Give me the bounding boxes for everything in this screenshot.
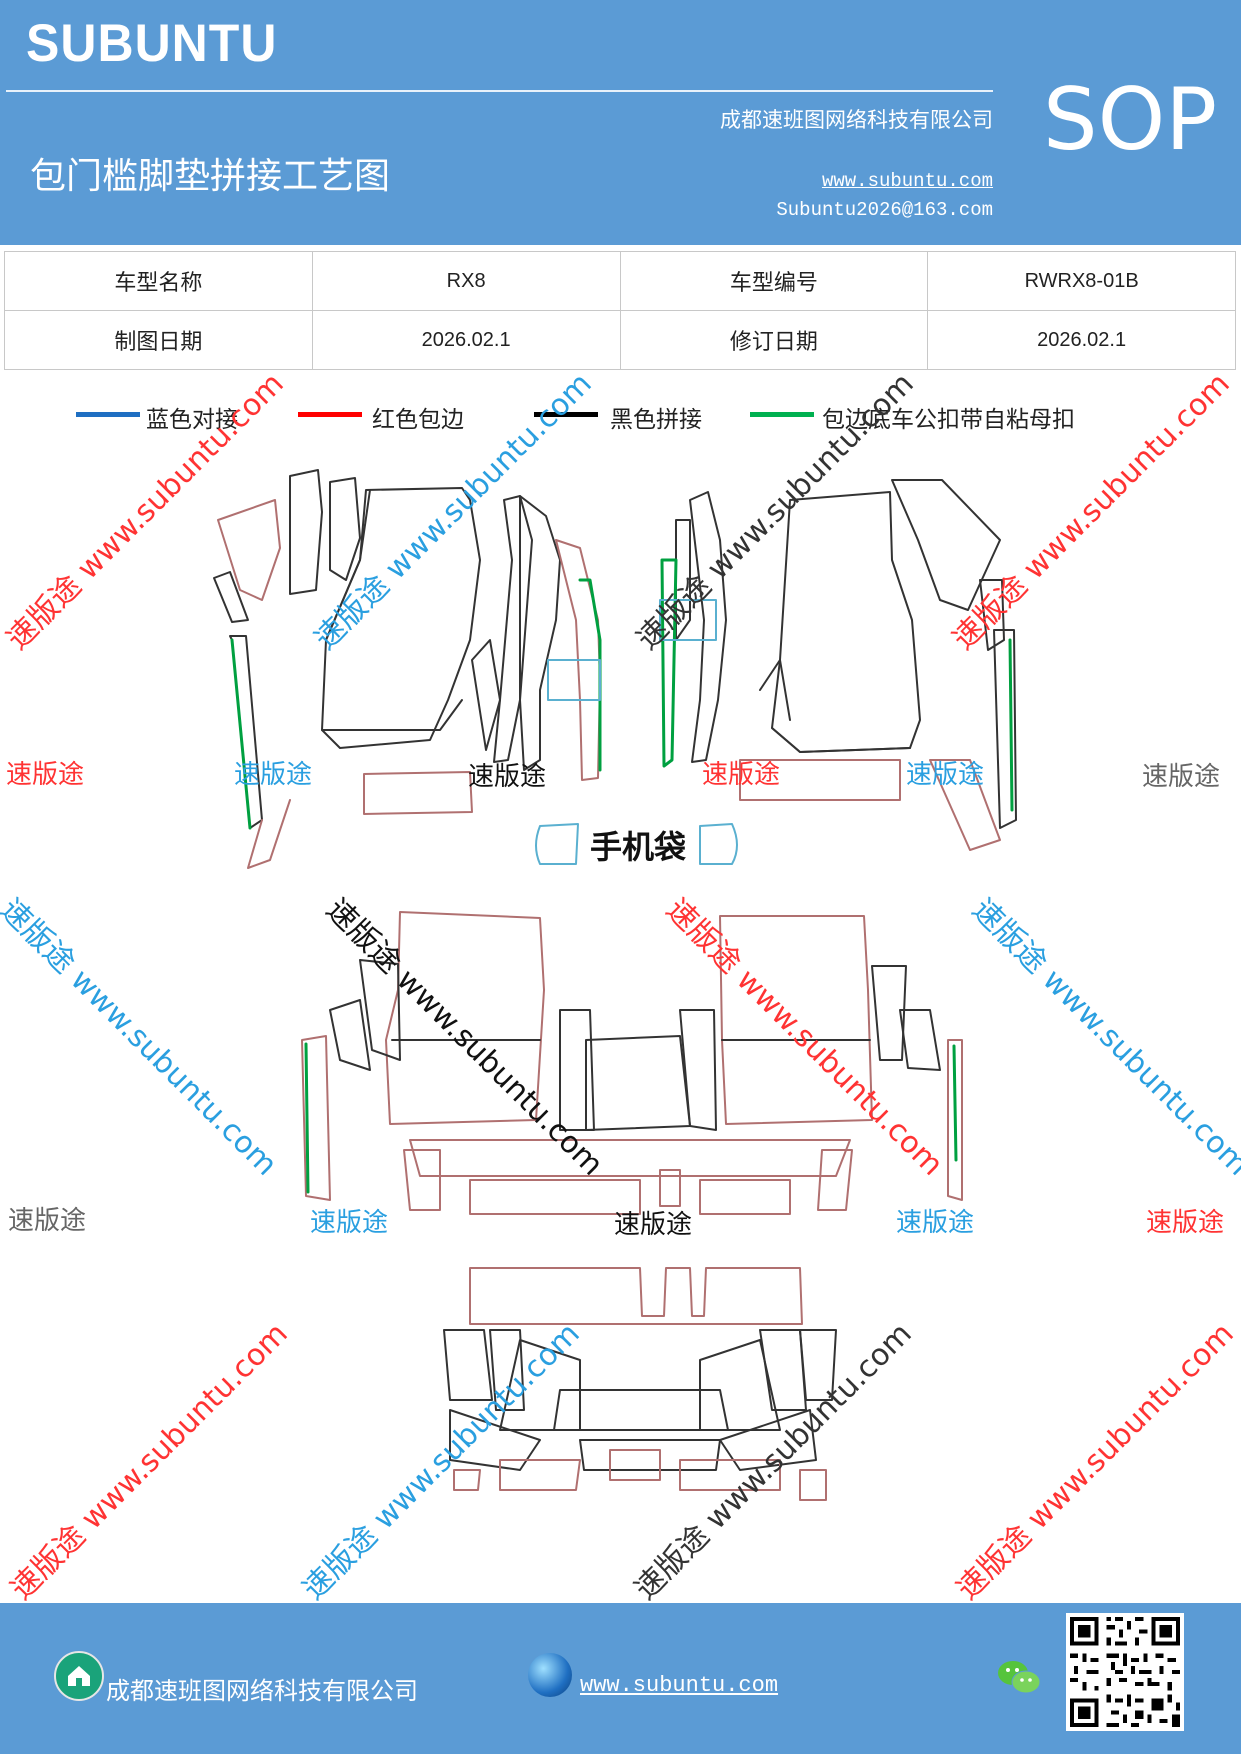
watermark: 速版途: [310, 1208, 389, 1238]
watermark: 速版途: [896, 1208, 975, 1238]
globe-icon: [528, 1653, 572, 1697]
footer-website-link[interactable]: www.subuntu.com: [580, 1673, 779, 1698]
front-left-mat: [213, 469, 602, 869]
sop-badge: SOP: [1043, 70, 1218, 170]
legend-label: 黑色拼接: [610, 407, 702, 433]
footer-banner: 成都速班图网络科技有限公司 www.subuntu.com: [0, 1603, 1241, 1754]
company-name: 成都速班图网络科技有限公司: [720, 108, 993, 132]
phone-pocket-label: 手机袋: [590, 828, 686, 866]
email-address: Subuntu2026@163.com: [776, 199, 993, 221]
legend-swatch-red: [298, 412, 362, 417]
table-cell: 车型编号: [619, 251, 929, 311]
legend-swatch-green: [750, 412, 814, 417]
watermark: 速版途: [702, 760, 781, 790]
wechat-icon[interactable]: [996, 1658, 1042, 1698]
table-cell: 2026.02.1: [311, 310, 621, 370]
watermark: 速版途: [1142, 762, 1221, 792]
header-banner: SUBUNTU 成都速班图网络科技有限公司 包门槛脚垫拼接工艺图 www.sub…: [0, 0, 1241, 245]
table-cell: 修订日期: [619, 310, 929, 370]
table-row: 车型名称 RX8 车型编号 RWRX8-01B: [4, 251, 1236, 311]
brand-logo: SUBUNTU: [26, 13, 278, 73]
watermark: 速版途: [614, 1210, 693, 1240]
table-cell: 车型名称: [4, 251, 313, 311]
front-right-mat: [659, 479, 1017, 851]
legend-swatch-blue: [76, 412, 140, 417]
watermark: 速版途: [906, 760, 985, 790]
phone-pocket-outline: [535, 823, 738, 865]
table-cell: 制图日期: [4, 310, 313, 370]
qr-code: [1066, 1613, 1184, 1731]
table-cell: RWRX8-01B: [927, 251, 1236, 311]
table-row: 制图日期 2026.02.1 修订日期 2026.02.1: [4, 310, 1236, 370]
watermark: 速版途: [1146, 1208, 1225, 1238]
legend-swatch-black: [534, 412, 598, 417]
watermark: 速版途: [8, 1206, 87, 1236]
table-cell: 2026.02.1: [927, 310, 1236, 370]
watermark: 速版途: [468, 762, 547, 792]
page-title: 包门槛脚垫拼接工艺图: [30, 156, 391, 197]
legend-label: 红色包边: [372, 407, 464, 433]
website-link[interactable]: www.subuntu.com: [821, 170, 993, 192]
footer-company: 成都速班图网络科技有限公司: [106, 1677, 418, 1705]
table-cell: RX8: [311, 251, 621, 311]
watermark: 速版途: [6, 760, 85, 790]
trunk-mat: [443, 1267, 837, 1501]
info-table: 车型名称 RX8 车型编号 RWRX8-01B 制图日期 2026.02.1 修…: [4, 251, 1236, 370]
rear-mats: [301, 911, 963, 1215]
legend-label: 包边底车公扣带自粘母扣: [822, 407, 1075, 433]
home-icon: [54, 1651, 104, 1701]
header-divider: [6, 90, 993, 92]
floor-mat-diagram: 手机袋: [213, 469, 1017, 1501]
legend-label: 蓝色对接: [146, 407, 238, 433]
legend: 蓝色对接 红色包边 黑色拼接 包边底车公扣带自粘母扣: [0, 400, 1241, 440]
watermark: 速版途: [234, 760, 313, 790]
